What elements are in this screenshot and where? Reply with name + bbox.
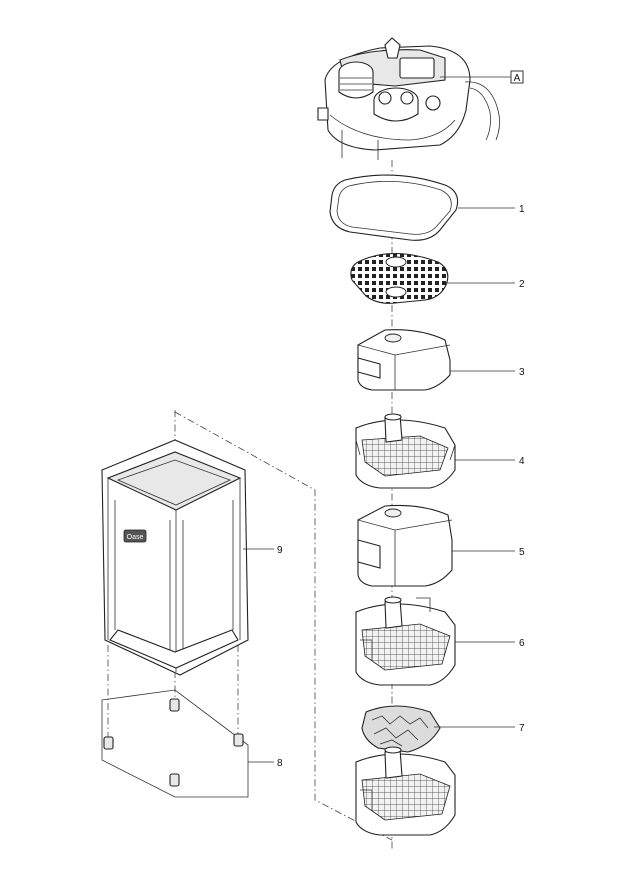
callout-foam-mid: 5 <box>519 547 525 558</box>
canister-logo: Oase <box>127 534 144 541</box>
callout-media: 7 <box>519 723 525 734</box>
callout-gasket: 1 <box>519 204 525 215</box>
foam-top <box>357 329 451 391</box>
callout-foam-top: 3 <box>519 367 525 378</box>
basket-bottom <box>355 746 456 836</box>
feet-group <box>101 689 249 798</box>
media-bag <box>361 705 441 753</box>
basket-mid <box>355 596 456 686</box>
foam-mid <box>357 504 453 587</box>
callout-basket-mid: 6 <box>519 638 525 649</box>
callout-prefilter: 2 <box>519 279 525 290</box>
feet-axis <box>107 645 239 745</box>
canister: Oase <box>101 439 249 676</box>
gasket-ring <box>329 174 459 241</box>
callout-head: A <box>514 73 521 84</box>
foot <box>169 698 180 712</box>
callout-feet: 8 <box>277 758 283 769</box>
callout-canister: 9 <box>277 545 283 556</box>
basket-top <box>355 413 456 489</box>
callout-box-head <box>510 70 524 84</box>
pump-head <box>317 37 500 160</box>
foot <box>233 733 244 747</box>
foot <box>169 773 180 787</box>
prefilter-plate <box>350 252 449 304</box>
callout-basket-top: 4 <box>519 456 525 467</box>
canister-logo-plate <box>123 529 147 543</box>
foot <box>103 736 114 750</box>
